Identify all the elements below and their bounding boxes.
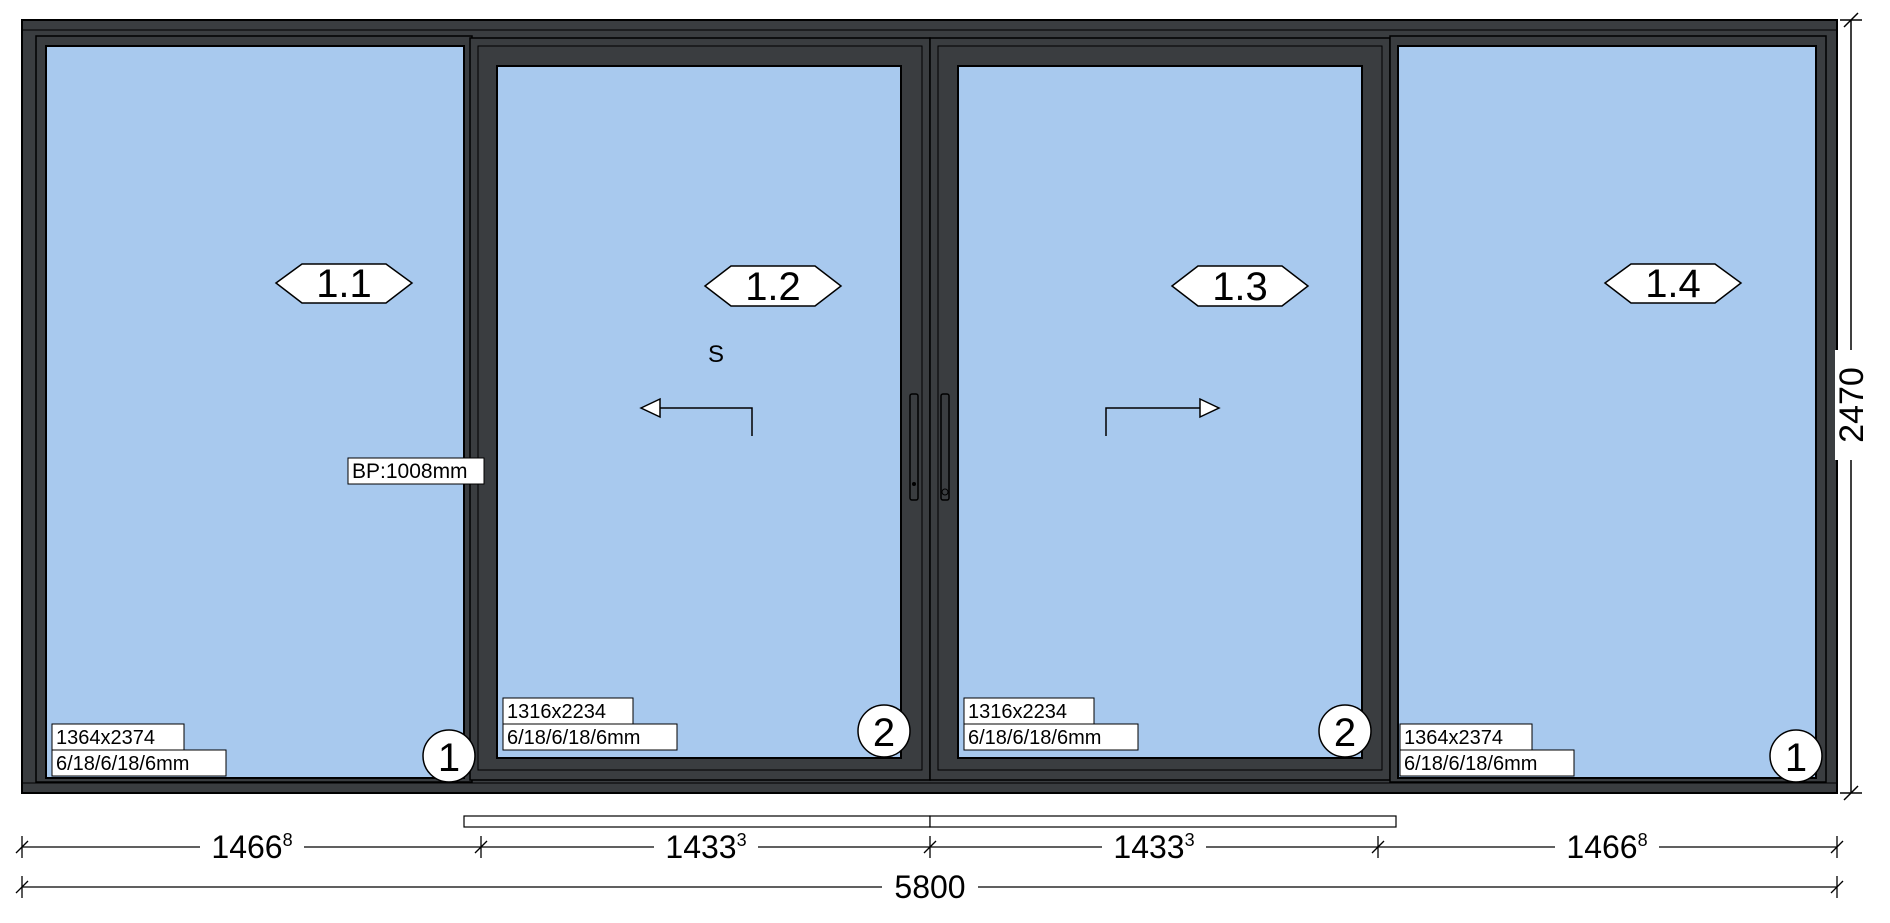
glass-label-1-1: 1364x2374 6/18/6/18/6mm <box>51 723 227 777</box>
height-label-bg <box>1835 350 1867 460</box>
type-marker-1-4: 1 <box>1769 729 1823 783</box>
type-marker-1-1: 1 <box>422 729 476 783</box>
segment-2-label: 14333 <box>665 829 746 865</box>
door-handle-left <box>909 393 919 501</box>
panel-1-4 <box>1389 35 1827 783</box>
segment-3-label-bg <box>1102 832 1206 862</box>
track-bar-right <box>929 815 1397 828</box>
panel-id-1-1: 1.1 <box>316 262 372 306</box>
glass-size-1-2: 1316x2234 <box>507 701 606 723</box>
panel-id-tag-1-3: 1.3 <box>1170 265 1310 309</box>
segment-4-label-bg <box>1555 832 1659 862</box>
type-marker-1-2: 2 <box>857 704 911 758</box>
panel-id-1-2: 1.2 <box>745 265 801 309</box>
glass-label-1-4: 1364x2374 6/18/6/18/6mm <box>1399 723 1575 777</box>
door-handle-right <box>940 393 950 501</box>
segment-dimension-line <box>15 836 1844 858</box>
panel-1-1-glass <box>45 45 465 779</box>
bp-annotation: BP:1008mm <box>347 457 485 485</box>
type-number-1-1: 1 <box>438 736 460 780</box>
glass-spec-1-2: 6/18/6/18/6mm <box>507 727 640 749</box>
track-bar-left <box>463 815 931 828</box>
glass-label-1-3: 1316x2234 6/18/6/18/6mm <box>963 697 1139 751</box>
slide-arrow-right-icon <box>1105 397 1221 436</box>
bp-label: BP:1008mm <box>352 460 468 483</box>
glass-size-1-4: 1364x2374 <box>1404 727 1503 749</box>
slide-arrow-left-icon <box>639 397 753 436</box>
type-marker-1-3: 2 <box>1318 704 1372 758</box>
glass-size-1-3: 1316x2234 <box>968 701 1067 723</box>
panel-1-3-glass <box>957 65 1363 759</box>
segment-3-label: 14333 <box>1113 829 1194 865</box>
segment-2-label-bg <box>654 832 758 862</box>
glass-spec-1-4: 6/18/6/18/6mm <box>1404 753 1537 775</box>
panel-id-1-4: 1.4 <box>1645 262 1701 306</box>
glass-spec-1-3: 6/18/6/18/6mm <box>968 727 1101 749</box>
panel-1-2-glass <box>496 65 902 759</box>
type-number-1-4: 1 <box>1785 736 1807 780</box>
panel-id-tag-1-1: 1.1 <box>274 262 414 306</box>
panel-1-3 <box>929 37 1391 781</box>
panel-id-tag-1-2: 1.2 <box>703 265 843 309</box>
type-number-1-2: 2 <box>873 711 895 755</box>
type-number-1-3: 2 <box>1334 711 1356 755</box>
panel-id-1-3: 1.3 <box>1212 265 1268 309</box>
glass-spec-1-1: 6/18/6/18/6mm <box>56 753 189 775</box>
total-label: 5800 <box>894 869 965 905</box>
glass-label-1-2: 1316x2234 6/18/6/18/6mm <box>502 697 678 751</box>
panel-1-4-glass <box>1397 45 1817 779</box>
panel-1-1 <box>35 35 473 783</box>
panel-1-3-inner-frame <box>937 45 1383 771</box>
segment-1-label-bg <box>200 832 304 862</box>
panel-1-2 <box>469 37 931 781</box>
height-label: 2470 <box>1833 367 1871 443</box>
total-label-bg <box>882 870 978 902</box>
glass-size-1-1: 1364x2374 <box>56 727 155 749</box>
segment-4-label: 14668 <box>1566 829 1647 865</box>
slide-label: S <box>708 341 724 368</box>
segment-1-label: 14668 <box>211 829 292 865</box>
panel-1-2-inner-frame <box>477 45 923 771</box>
panel-id-tag-1-4: 1.4 <box>1603 262 1743 306</box>
